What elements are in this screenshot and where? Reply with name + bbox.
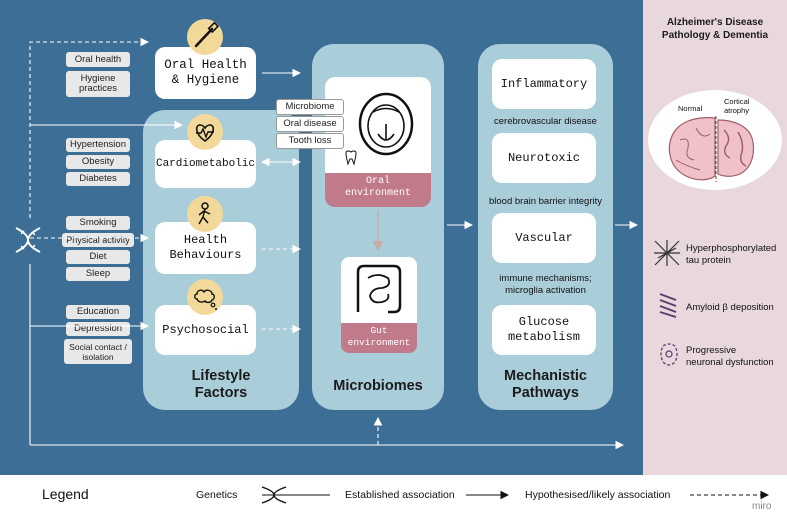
toothbrush-icon — [187, 19, 223, 55]
tag-social-contact-isolation: Social contact / isolation — [64, 339, 132, 364]
thought-bubble-icon — [187, 279, 223, 315]
person-exercise-icon — [187, 196, 223, 232]
tag-hypertension: Hypertension — [66, 138, 130, 152]
neurotoxic-box: Neurotoxic — [492, 133, 596, 183]
microbiomes-caption: Microbiomes — [333, 378, 423, 394]
legend-genetics: Genetics — [196, 489, 238, 501]
tag-microbiome: Microbiome — [276, 99, 344, 115]
gut-environment-card: Gut environment — [341, 257, 417, 353]
tag-diabetes: Diabetes — [66, 172, 130, 186]
tag-oral-health: Oral health — [66, 52, 130, 67]
alzheimers-panel — [643, 0, 787, 475]
note-immune-mechanisms: immune mechanisms; microglia activation — [499, 273, 592, 296]
oral-environment-label: Oral environment — [344, 176, 411, 199]
tag-sleep: Sleep — [66, 267, 130, 281]
legend-title: Legend — [42, 486, 89, 502]
legend-bar — [0, 475, 787, 513]
cortical-atrophy-label: Cortical atrophy — [724, 97, 750, 115]
inflammatory-box: Inflammatory — [492, 59, 596, 109]
amyloid-deposition-label: Amyloid β deposition — [686, 302, 774, 313]
tag-oral-disease: Oral disease — [276, 116, 344, 132]
neuronal-dysfunction-label: Progressive neuronal dysfunction — [686, 345, 774, 368]
tag-obesity: Obesity — [66, 155, 130, 169]
oral-health-hygiene-box: Oral Health & Hygiene — [155, 47, 256, 99]
neuron-icon — [655, 340, 683, 375]
lifestyle-factors-caption: Lifestyle Factors — [191, 368, 251, 401]
tag-hygiene-practices: Hygiene practices — [66, 71, 130, 97]
tau-protein-label: Hyperphosphorylated tau protein — [686, 243, 777, 266]
normal-label: Normal — [678, 104, 703, 113]
amyloid-plaque-icon — [656, 290, 680, 323]
note-cerebrovascular-disease: cerebrovascular disease — [494, 116, 597, 127]
tag-smoking: Smoking — [66, 216, 130, 230]
legend-dna-icon — [261, 486, 287, 504]
tag-education: Education — [66, 305, 130, 319]
dna-genetics-icon — [12, 226, 44, 261]
miro-watermark: miro — [752, 501, 772, 512]
tag-physical-activity: Physical activity — [62, 233, 134, 247]
note-blood-brain-barrier: blood brain barrier integrity — [488, 196, 602, 207]
vascular-box: Vascular — [492, 213, 596, 263]
tag-diet: Diet — [66, 250, 130, 264]
tag-tooth-loss: Tooth loss — [276, 133, 344, 149]
gut-environment-label: Gut environment — [347, 325, 411, 348]
legend-hypothesised: Hypothesised/likely association — [525, 489, 671, 501]
heart-rate-icon — [187, 114, 223, 150]
mechanistic-pathways-caption: Mechanistic Pathways — [504, 368, 587, 401]
legend-established: Established association — [345, 489, 455, 501]
tooth-icon — [344, 150, 358, 171]
alzheimers-title: Alzheimer's Disease Pathology & Dementia — [661, 17, 769, 41]
open-mouth-icon — [357, 92, 415, 163]
glucose-metabolism-box: Glucose metabolism — [492, 305, 596, 355]
brain-hemispheres-icon — [660, 116, 770, 189]
tau-tangle-icon — [652, 238, 682, 273]
intestine-icon — [352, 262, 406, 323]
